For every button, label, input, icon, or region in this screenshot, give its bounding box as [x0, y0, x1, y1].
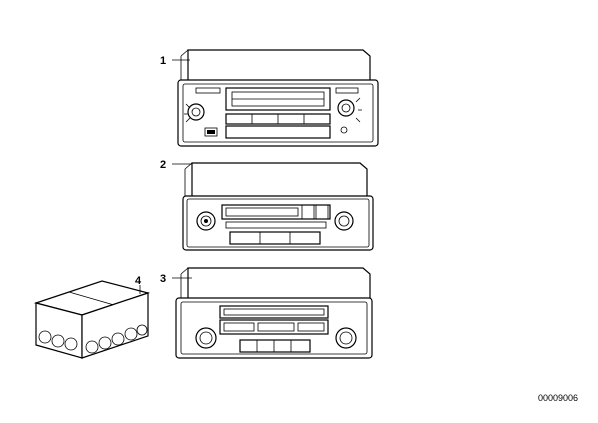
callout-4: 4	[135, 275, 142, 287]
radio-unit-2	[182, 162, 374, 251]
radio-unit-1	[177, 49, 379, 147]
callout-1: 1	[160, 55, 166, 67]
drawing-code: 00009006	[538, 393, 578, 403]
radio-unit-3	[175, 267, 373, 359]
callout-2: 2	[160, 159, 166, 171]
packaging-box	[33, 280, 151, 359]
callout-3: 3	[160, 273, 166, 285]
